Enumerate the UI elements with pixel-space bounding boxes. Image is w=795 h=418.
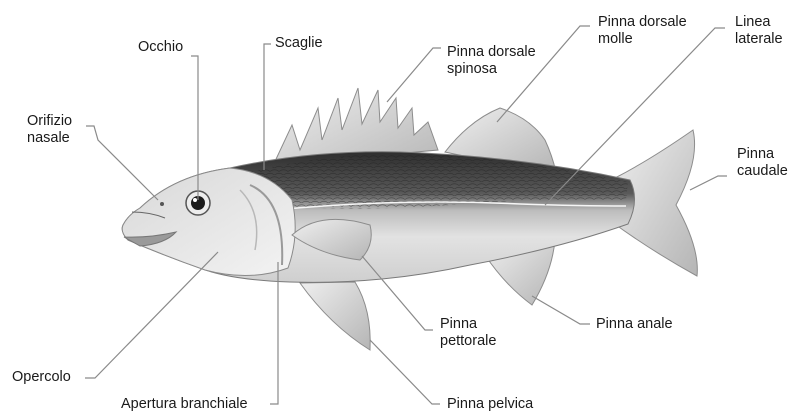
label-orifizio-nasale: Orifizio nasale [27,113,72,147]
label-scaglie: Scaglie [275,35,323,52]
label-pinna-anale: Pinna anale [596,316,673,333]
label-pinna-caudale: Pinna caudale [737,146,788,180]
label-pinna-dorsale-molle: Pinna dorsale molle [598,14,687,48]
label-pinna-pelvica: Pinna pelvica [447,396,533,413]
label-occhio: Occhio [138,39,183,56]
label-pinna-pettorale: Pinna pettorale [440,316,496,350]
label-opercolo: Opercolo [12,369,71,386]
pelvic-fin [300,282,370,350]
nostril [160,202,164,206]
label-linea-laterale: Linea laterale [735,14,783,48]
label-apertura-branchiale: Apertura branchiale [121,396,248,413]
label-pinna-dorsale-spinosa: Pinna dorsale spinosa [447,44,536,78]
fish-head [122,168,295,276]
